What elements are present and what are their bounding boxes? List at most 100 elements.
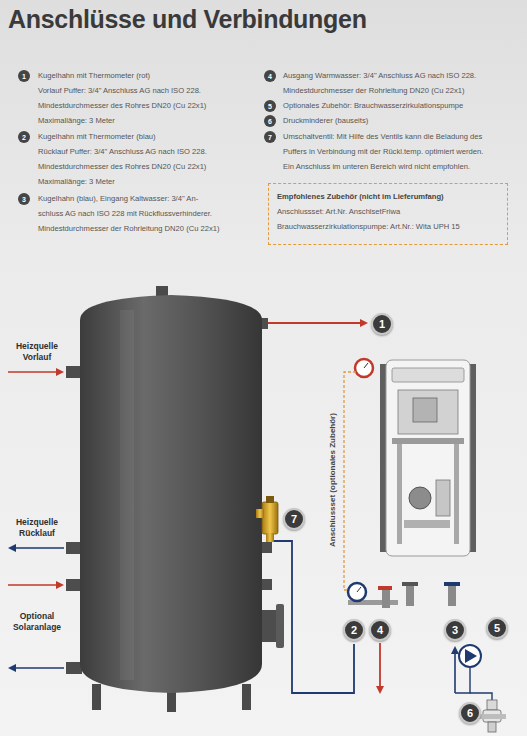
gauge-face bbox=[355, 359, 373, 377]
heat-exchanger bbox=[398, 390, 458, 434]
station-pipe bbox=[454, 444, 459, 544]
item-text: Maximallänge: 3 Meter bbox=[38, 174, 115, 189]
tank-nozzle bbox=[66, 542, 82, 554]
flow-arrow-blue bbox=[10, 547, 64, 549]
cold-water-arrow bbox=[454, 648, 456, 693]
number-text: 2 bbox=[22, 134, 26, 141]
flow-arrow-red bbox=[8, 371, 62, 373]
number-text: 1 bbox=[379, 319, 385, 330]
callout-number: 5 bbox=[486, 617, 508, 639]
number-text: 5 bbox=[268, 103, 272, 110]
item-text: Mindestdurchmesser der Rohrleitung DN20 … bbox=[283, 83, 465, 98]
accessory-bracket bbox=[344, 372, 356, 590]
station-pump bbox=[409, 487, 431, 509]
gauge-face bbox=[348, 583, 366, 601]
item-text: Rücklauf Puffer: 3/4" Anschluss AG nach … bbox=[38, 144, 207, 159]
item-text: Kugelhahn (blau), Eingang Kaltwasser: 3/… bbox=[38, 191, 198, 206]
item-text: schluss AG nach ISO 228 mit Rückflussver… bbox=[38, 206, 212, 221]
valve-handle-red bbox=[378, 586, 392, 590]
tank-nozzle bbox=[66, 579, 82, 591]
list-number: 3 bbox=[18, 193, 30, 205]
box-text: Anschlussset: Art.Nr. AnschlsetFriwa bbox=[277, 204, 499, 219]
tank-nozzle bbox=[66, 366, 82, 378]
valve-port bbox=[256, 509, 264, 518]
list-number: 1 bbox=[18, 70, 30, 82]
callout-number: 3 bbox=[444, 619, 466, 641]
list-number: 6 bbox=[264, 115, 276, 127]
item-text: Druckminderer (bauseits) bbox=[283, 113, 368, 128]
station-pipe bbox=[404, 520, 450, 528]
flow-arrow-red bbox=[8, 584, 62, 586]
item-text: Maximallänge: 3 Meter bbox=[38, 113, 115, 128]
number-text: 6 bbox=[467, 708, 473, 719]
number-text: 6 bbox=[268, 118, 272, 125]
buffer-tank bbox=[66, 286, 284, 712]
box-text: Brauchwasserzirkulationspumpe: Art.Nr.: … bbox=[277, 219, 499, 234]
item-text: Ausgang Warmwasser: 3/4" Anschluss AG na… bbox=[283, 68, 476, 83]
item-text: Mindestdurchmesser der Rohrleitung DN20 … bbox=[38, 221, 220, 236]
flow-sensor bbox=[436, 480, 450, 516]
reducer-bottom bbox=[488, 722, 496, 732]
callout-number: 6 bbox=[459, 702, 481, 724]
gauge-needle bbox=[357, 587, 361, 592]
list-number: 4 bbox=[264, 70, 276, 82]
pump-circle bbox=[459, 645, 481, 667]
fresh-water-station bbox=[380, 360, 476, 556]
valve-handle bbox=[402, 582, 418, 586]
solar-flange-rim bbox=[276, 604, 284, 648]
pressure-reducer bbox=[478, 700, 506, 732]
list-number: 5 bbox=[264, 100, 276, 112]
switching-valve bbox=[256, 496, 278, 542]
callout-number: 1 bbox=[371, 313, 393, 335]
tank-body bbox=[80, 295, 262, 693]
number-text: 3 bbox=[22, 196, 26, 203]
return-pipe-blue bbox=[274, 541, 354, 693]
number-text: 4 bbox=[268, 73, 272, 80]
page-title: Anschlüsse und Verbindungen bbox=[8, 3, 367, 35]
cold-water-pipe bbox=[470, 693, 492, 700]
valve-port bbox=[266, 533, 274, 542]
accessory-box: Empfohlenes Zubehör (nicht im Lieferumfa… bbox=[268, 183, 508, 245]
list-number: 7 bbox=[264, 131, 276, 143]
callout-number: 2 bbox=[343, 619, 365, 641]
reducer-cap bbox=[487, 700, 497, 710]
number-text: 1 bbox=[22, 73, 26, 80]
box-heading: Empfohlenes Zubehör (nicht im Lieferumfa… bbox=[277, 189, 499, 204]
list-number: 2 bbox=[18, 131, 30, 143]
flow-arrow-blue bbox=[10, 667, 64, 669]
station-plate bbox=[386, 360, 470, 556]
tank-nozzle bbox=[66, 662, 82, 674]
number-text: 2 bbox=[351, 625, 357, 636]
item-text: Kugelhahn mit Thermometer (rot) bbox=[38, 68, 150, 83]
hot-water-arrow bbox=[379, 643, 381, 692]
item-text: Optionales Zubehör: Brauchwasserzirkulat… bbox=[283, 98, 463, 113]
connection-label: Heizquelle Vorlauf bbox=[5, 341, 69, 363]
valve-handle-blue bbox=[444, 582, 460, 586]
valve-body bbox=[262, 502, 278, 534]
connection-label: Heizquelle Rücklauf bbox=[5, 517, 69, 539]
circulation-pipe bbox=[455, 668, 470, 693]
tank-highlight bbox=[120, 310, 134, 680]
connection-label: Optional Solaranlage bbox=[5, 611, 69, 633]
item-text: Umschaltventil: Mit Hilfe des Ventils ka… bbox=[283, 129, 482, 144]
circulation-pump bbox=[459, 645, 481, 667]
item-text: Kugelhahn mit Thermometer (blau) bbox=[38, 129, 156, 144]
number-text: 4 bbox=[377, 625, 383, 636]
valve-body bbox=[448, 584, 456, 606]
item-text: Puffers in Verbindung mit der Rückl.temp… bbox=[283, 144, 483, 159]
reducer-pipe bbox=[478, 714, 506, 719]
valve-body bbox=[406, 584, 414, 606]
number-text: 7 bbox=[268, 134, 272, 141]
tank-leg bbox=[92, 684, 101, 710]
thermometer-red bbox=[355, 359, 373, 377]
station-bar bbox=[392, 368, 464, 382]
item-text: Vorlauf Puffer: 3/4" Anschluss AG nach I… bbox=[38, 83, 201, 98]
gauge-needle bbox=[364, 363, 368, 368]
item-text: Ein Anschluss im unteren Bereich wird ni… bbox=[283, 159, 470, 174]
number-text: 3 bbox=[452, 625, 458, 636]
valve-body bbox=[382, 590, 390, 608]
station-pipe bbox=[397, 444, 402, 544]
manifold bbox=[392, 438, 464, 444]
number-text: 7 bbox=[291, 514, 297, 525]
